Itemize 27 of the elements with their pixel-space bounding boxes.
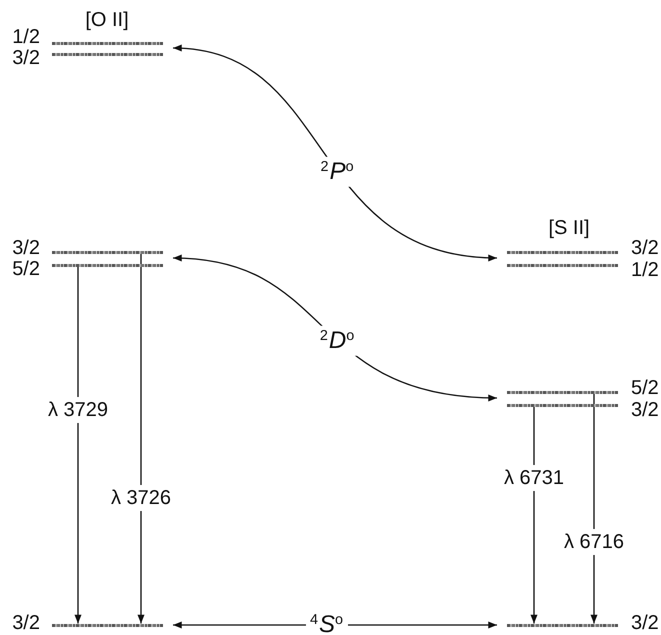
level-label: 3/2 [631,613,659,633]
energy-level-line [507,624,618,626]
energy-level-line [52,52,163,56]
level-label: 1/2 [631,260,659,280]
arrow [590,394,598,624]
level-label: 3/2 [12,613,40,633]
energy-level-line [507,390,618,394]
level-label: 3/2 [631,238,659,258]
ion-label: [O II] [85,10,129,30]
arrow [172,46,498,261]
energy-level-line [52,250,163,254]
energy-level-line [507,404,618,406]
energy-level-line [52,42,163,44]
level-label: 3/2 [12,48,40,68]
arrow [530,406,538,624]
level-label: 3/2 [12,238,40,258]
arrow [138,254,144,624]
energy-level-line [507,264,618,266]
ion-label: [S II] [548,218,590,238]
energy-level-line [52,264,163,266]
level-label: 5/2 [12,259,40,279]
arrow [74,266,82,624]
energy-level-line [52,624,163,626]
energy-level-line [507,250,618,254]
level-label: 3/2 [631,400,659,420]
level-label: 1/2 [12,27,40,47]
level-label: 5/2 [631,378,659,398]
